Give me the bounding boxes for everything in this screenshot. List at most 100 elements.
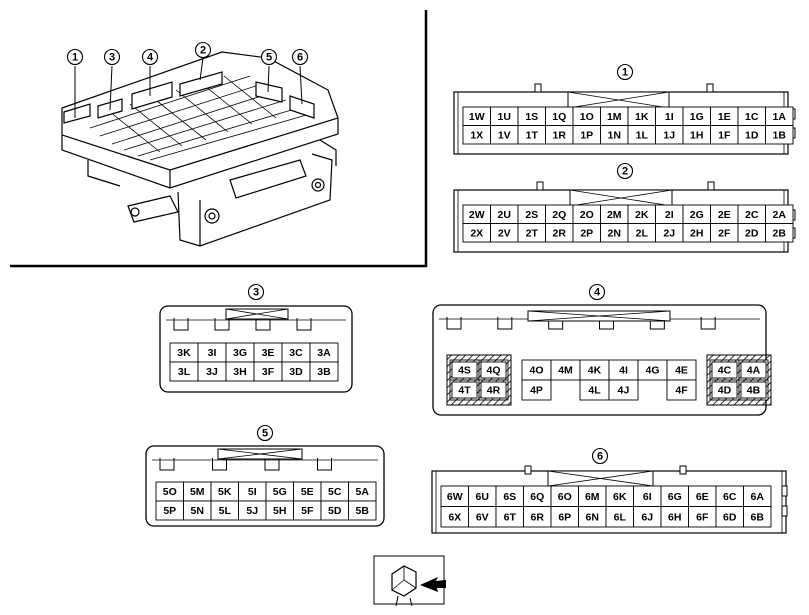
pin-label: 1R	[553, 129, 567, 141]
pin-6V: 6V	[468, 506, 497, 528]
connector-4-label: 4	[588, 283, 606, 301]
pin-label: 6U	[476, 491, 489, 503]
pin-label: 4R	[487, 385, 501, 397]
pin-2S: 2S	[517, 204, 546, 224]
pin-cell	[309, 361, 339, 382]
callout-number: 6	[297, 52, 303, 64]
pin-label: 2M	[607, 209, 622, 221]
pin-5F: 5F	[293, 500, 322, 521]
pin-label: 2V	[498, 227, 511, 239]
pin-4D: 4D	[711, 381, 738, 399]
guide-notch	[159, 458, 175, 471]
pin-cell	[521, 379, 552, 401]
pin-1V: 1V	[490, 125, 519, 145]
pin-label: 4J	[618, 385, 630, 397]
pin-label: 6K	[613, 491, 627, 503]
pin-5M: 5M	[183, 481, 212, 502]
pin-5B: 5B	[348, 500, 377, 521]
pin-6L: 6L	[605, 506, 634, 528]
pin-label: 2T	[526, 227, 539, 239]
pin-label: 1V	[498, 129, 511, 141]
pin-label: 1N	[608, 129, 621, 141]
guide-notch	[212, 458, 227, 471]
pin-4J: 4J	[608, 379, 639, 401]
callout-number: 4	[594, 287, 601, 299]
pin-5K: 5K	[210, 481, 239, 502]
pin-label: 5D	[328, 505, 342, 517]
lock-tab	[707, 181, 715, 191]
pin-2R: 2R	[545, 223, 574, 243]
pin-3J: 3J	[197, 361, 227, 382]
pin-label: 6F	[696, 511, 709, 523]
callout-circle	[260, 48, 278, 66]
callout-number: 2	[200, 45, 206, 57]
pin-label: 5E	[301, 486, 314, 498]
pin-4E: 4E	[666, 359, 697, 381]
pin-1O: 1O	[572, 106, 601, 126]
guide-notch	[649, 317, 665, 330]
pin-label: 3F	[262, 366, 275, 378]
connector-5-label: 5	[256, 424, 274, 442]
pin-label: 5L	[219, 505, 232, 517]
pin-label: 2A	[773, 209, 787, 221]
pin-5C: 5C	[320, 481, 349, 502]
pin-label: 6M	[585, 491, 600, 503]
pin-label: 1A	[773, 111, 787, 123]
pin-label: 5O	[163, 486, 177, 498]
pin-label: 4G	[645, 365, 659, 377]
pin-5G: 5G	[265, 481, 294, 502]
callout-circle	[591, 447, 609, 465]
pin-label: 1D	[745, 129, 759, 141]
pin-label: 1X	[470, 129, 483, 141]
pin-2B: 2B	[765, 223, 794, 243]
pin-6J: 6J	[633, 506, 662, 528]
callout-number: 1	[622, 67, 628, 79]
pin-label: 6B	[751, 511, 765, 523]
pin-4L: 4L	[579, 379, 610, 401]
pin-label: 4P	[530, 385, 543, 397]
callout-circle	[141, 48, 159, 66]
pin-label: 2P	[580, 227, 593, 239]
callout-circle	[194, 41, 212, 59]
pin-cell	[480, 361, 507, 379]
pin-label: 6H	[668, 511, 681, 523]
pin-label: 3D	[289, 366, 303, 378]
pin-6U: 6U	[468, 485, 497, 507]
latch-cross	[547, 470, 654, 487]
pin-label: 6T	[504, 511, 517, 523]
guide-notch	[264, 458, 280, 471]
lock-tab	[524, 465, 532, 475]
pin-label: 1C	[745, 111, 759, 123]
pin-5D: 5D	[320, 500, 349, 521]
pin-6X: 6X	[440, 506, 469, 528]
pin-label: 3J	[206, 366, 218, 378]
pin-6O: 6O	[550, 485, 579, 507]
callout-number: 2	[622, 166, 628, 178]
callout-circle	[103, 48, 121, 66]
pin-label: 5M	[190, 486, 205, 498]
pin-cell	[480, 381, 507, 399]
pin-label: 5G	[273, 486, 287, 498]
pin-label: 1Q	[552, 111, 566, 123]
pin-label: 6W	[447, 491, 463, 503]
pin-6P: 6P	[550, 506, 579, 528]
pin-2D: 2D	[737, 223, 766, 243]
pin-label: 1E	[718, 111, 731, 123]
control-unit-drawing	[61, 51, 339, 247]
pin-cell	[711, 381, 738, 399]
pin-label: 2G	[690, 209, 704, 221]
pin-label: 1T	[526, 129, 539, 141]
pin-1U: 1U	[490, 106, 519, 126]
pin-label: 6O	[558, 491, 572, 503]
pin-label: 3A	[317, 347, 331, 359]
pin-6G: 6G	[660, 485, 689, 507]
pin-cell	[348, 500, 377, 521]
pin-1T: 1T	[517, 125, 546, 145]
pin-5I: 5I	[238, 481, 267, 502]
pin-label: 5I	[248, 486, 257, 498]
pin-1X: 1X	[462, 125, 491, 145]
pin-label: 1I	[665, 111, 674, 123]
